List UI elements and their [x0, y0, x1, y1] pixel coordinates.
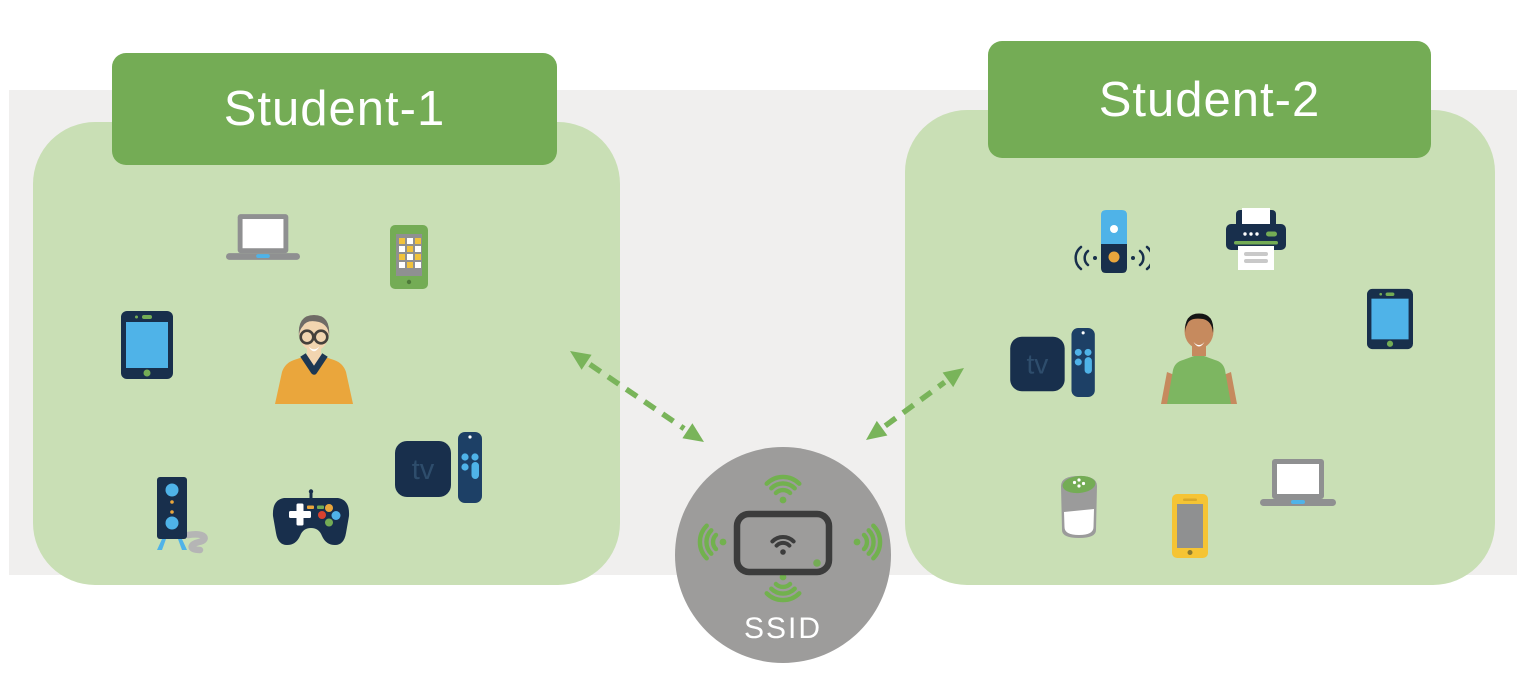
remote-icon: [1071, 328, 1095, 398]
tablet-icon: [121, 311, 173, 379]
ssid-label: SSID: [743, 612, 823, 645]
tv-media-player-icon: tv: [1010, 328, 1095, 398]
svg-text:tv: tv: [1026, 348, 1048, 380]
student-2-label: Student-2: [1098, 72, 1321, 127]
speaker-tower-icon: [157, 477, 208, 554]
student-avatar: [1161, 313, 1237, 404]
student-avatar: [275, 315, 353, 404]
printer-icon: [1226, 208, 1286, 270]
wifi-signal-icon: [697, 523, 727, 561]
smartphone-icon: [390, 225, 428, 289]
tv-media-player-icon: tv: [395, 432, 482, 503]
voice-assistant-speaker-icon: [1061, 475, 1097, 538]
arrow-ssid-to-student-2: [866, 368, 964, 440]
student-1-label: Student-1: [223, 82, 446, 136]
student-1-badge: Student-1: [112, 53, 557, 165]
smart-speaker-icon: [1074, 210, 1150, 273]
game-controller-icon: [272, 489, 350, 545]
svg-text:tv: tv: [412, 454, 435, 486]
smartphone-icon: [1172, 494, 1208, 558]
remote-icon: [458, 432, 482, 503]
laptop-icon: [1260, 459, 1336, 506]
wifi-signal-icon: [853, 523, 883, 561]
tablet-icon: [1367, 288, 1413, 350]
wifi-signal-icon: [764, 573, 802, 603]
laptop-icon: [226, 214, 300, 260]
arrow-ssid-to-student-1: [570, 351, 704, 442]
wifi-signal-icon: [764, 474, 802, 504]
ssid-circle: SSID: [675, 447, 891, 663]
student-2-badge: Student-2: [988, 41, 1431, 158]
wifi-router-icon: [733, 510, 833, 576]
